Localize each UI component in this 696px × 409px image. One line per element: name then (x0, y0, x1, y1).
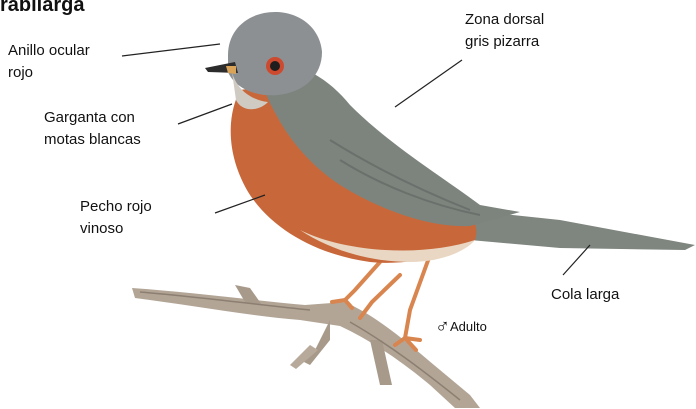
bird-eye (270, 61, 280, 71)
sex-text: Adulto (450, 319, 487, 334)
label-breast-line-2: vinoso (80, 218, 152, 240)
label-back-line-2: gris pizarra (465, 31, 544, 53)
label-breast: Pecho rojo vinoso (80, 196, 152, 240)
label-tail-line-1: Cola larga (551, 284, 619, 306)
label-back-line-1: Zona dorsal (465, 9, 544, 31)
callout-line-back (395, 60, 462, 107)
label-breast-line-1: Pecho rojo (80, 196, 152, 218)
label-back: Zona dorsal gris pizarra (465, 9, 544, 53)
male-symbol-icon: ♂ (435, 316, 450, 338)
label-throat: Garganta con motas blancas (44, 107, 141, 151)
label-throat-line-1: Garganta con (44, 107, 141, 129)
label-eye-ring: Anillo ocular rojo (8, 40, 90, 84)
callout-line-eye-ring (122, 44, 220, 56)
sex-label: ♂Adulto (435, 316, 487, 339)
label-eye-ring-line-1: Anillo ocular (8, 40, 90, 62)
label-tail: Cola larga (551, 284, 619, 306)
callout-line-throat (178, 104, 232, 124)
label-eye-ring-line-2: rojo (8, 62, 90, 84)
label-throat-line-2: motas blancas (44, 129, 141, 151)
branch (132, 285, 480, 408)
bird-head (228, 12, 322, 95)
callout-line-tail (563, 245, 590, 275)
